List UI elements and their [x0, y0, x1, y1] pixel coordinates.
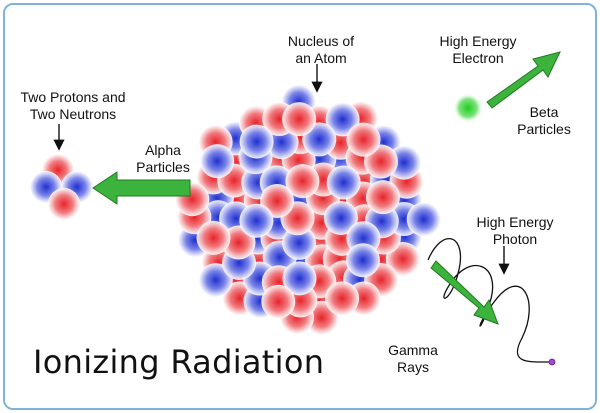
diagram-frame: Nucleus of an Atom High Energy Electron … — [3, 3, 597, 410]
electron-label: High Energy Electron — [439, 33, 517, 66]
electron-glow — [453, 93, 483, 123]
photon-label: High Energy Photon — [476, 214, 554, 247]
proton — [48, 188, 80, 220]
gamma-wave — [427, 238, 553, 363]
neutron — [323, 200, 358, 235]
neutron — [325, 102, 360, 137]
neutron — [239, 124, 274, 159]
diagram-canvas — [30, 51, 561, 366]
nucleus-label: Nucleus of an Atom — [287, 33, 355, 66]
alpha-arrow — [92, 171, 191, 205]
diagram-title: Ionizing Radiation — [33, 343, 325, 381]
proton — [282, 102, 317, 137]
neutron — [406, 202, 441, 237]
proton — [346, 122, 381, 157]
proton — [285, 164, 320, 199]
alpha-particles-label: Alpha Particles — [136, 142, 190, 175]
proton — [196, 220, 231, 255]
beta-arrow — [486, 51, 561, 109]
neutron — [326, 165, 361, 200]
neutron — [200, 144, 235, 179]
alpha-group-label: Two Protons and Two Neutrons — [20, 89, 126, 122]
neutron — [282, 225, 317, 260]
proton — [325, 281, 360, 316]
alpha-particle-cluster — [30, 154, 93, 220]
proton — [365, 180, 400, 215]
neutron — [198, 263, 233, 298]
neutron — [239, 203, 274, 238]
proton — [261, 284, 296, 319]
neutron — [282, 261, 317, 296]
neutron — [345, 243, 380, 278]
gamma-rays-label: Gamma Rays — [388, 342, 438, 375]
atom-nucleus — [175, 84, 441, 335]
beta-particles-label: Beta Particles — [517, 104, 571, 137]
gamma-arrow — [430, 260, 499, 325]
photon-endpoint — [548, 358, 556, 366]
